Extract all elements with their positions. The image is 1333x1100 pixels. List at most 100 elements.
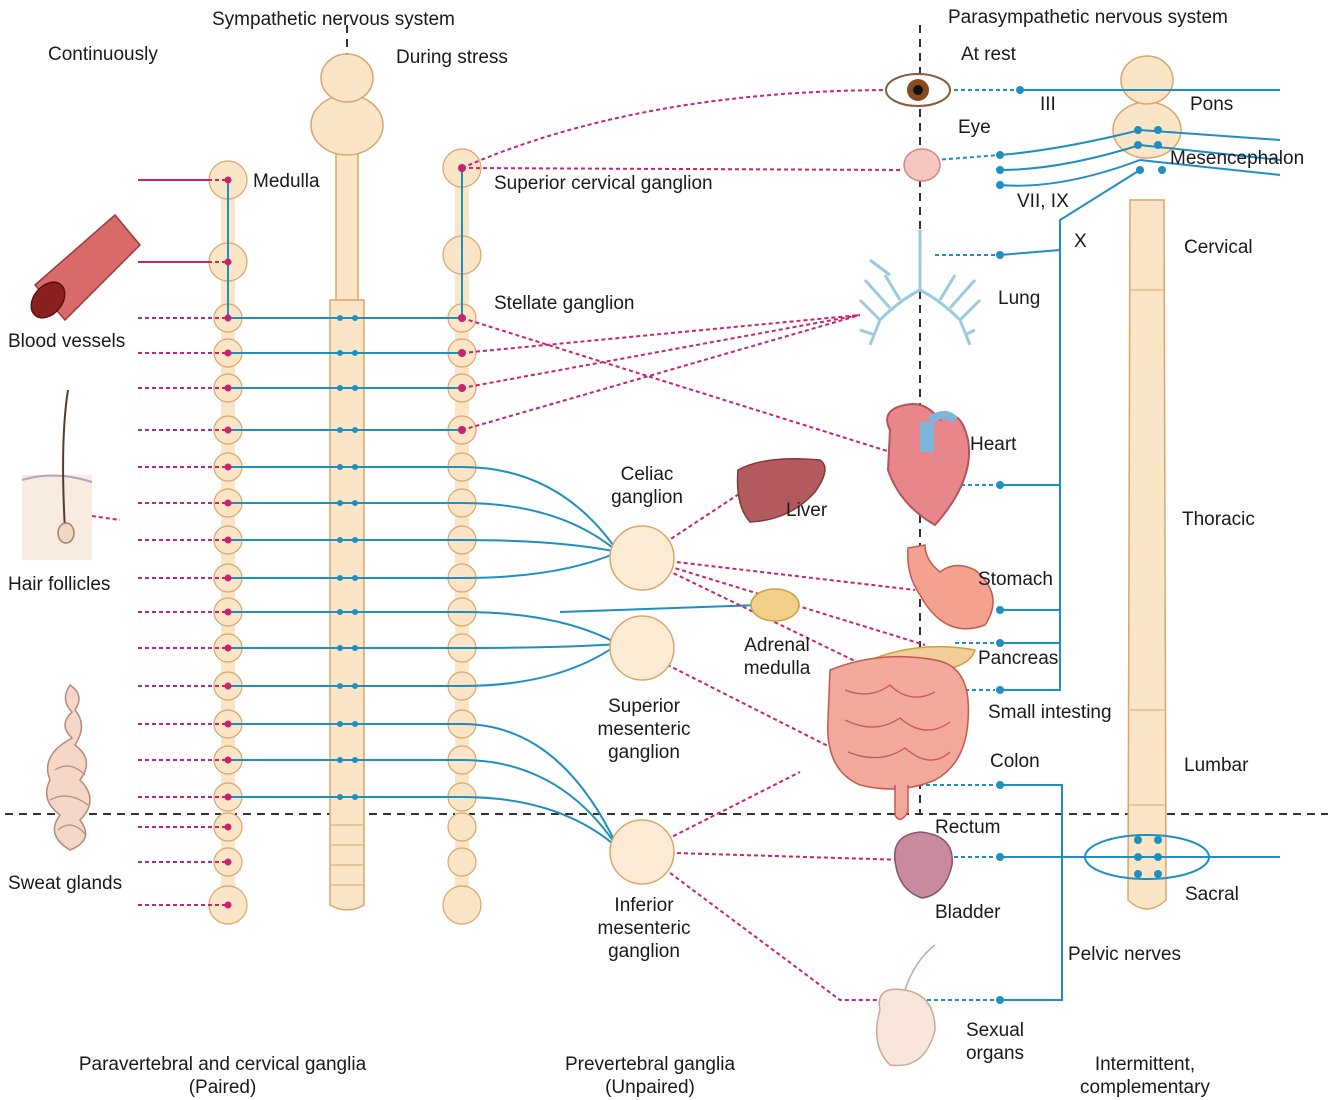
cord-dot: [337, 350, 343, 356]
splanchnic-fiber: [462, 644, 618, 686]
intermittent-line1: Intermittent,: [1060, 1053, 1230, 1076]
synapse-dot: [225, 464, 232, 471]
parasympathetic-synapse: [1154, 126, 1162, 134]
postganglionic-fiber: [462, 318, 900, 455]
splanchnic-fiber: [462, 612, 618, 644]
superior-mesenteric-label: Superior mesenteric ganglion: [584, 695, 704, 764]
adrenal-label-line2: medulla: [732, 657, 822, 680]
cord-dot: [352, 721, 358, 727]
spinal-cord-sympathetic: [311, 54, 383, 910]
parasympathetic-fiber: [1000, 785, 1062, 1000]
cord-dot: [337, 537, 343, 543]
cord-dot: [337, 794, 343, 800]
parasympathetic-fiber: [1000, 160, 1140, 186]
parasympathetic-synapse: [996, 853, 1004, 861]
cord-dot: [352, 427, 358, 433]
cervical-label: Cervical: [1184, 236, 1253, 259]
cord-dot: [352, 575, 358, 581]
cord-dot: [352, 609, 358, 615]
sympathetic-header: Sympathetic nervous system: [212, 8, 455, 31]
pelvic-nerves-label: Pelvic nerves: [1068, 943, 1181, 966]
inf-mes-line1: Inferior: [584, 894, 704, 917]
during-stress-label: During stress: [396, 46, 508, 69]
lumbar-label: Lumbar: [1184, 754, 1248, 777]
stellate-label: Stellate ganglion: [494, 292, 635, 315]
synapse-dot: [225, 859, 232, 866]
hair-follicle-illustration: [22, 390, 92, 560]
sweat-gland-illustration: [47, 685, 90, 850]
synapse-dot: [225, 902, 232, 909]
prevertebral-line1: Prevertebral ganglia: [540, 1053, 760, 1076]
cord-dot: [352, 315, 358, 321]
inf-mes-line2: mesenteric: [584, 917, 704, 940]
synapse-dot: [225, 824, 232, 831]
colon-label: Colon: [990, 750, 1040, 773]
prevertebral-footer: Prevertebral ganglia (Unpaired): [540, 1053, 760, 1099]
synapse-dot: [225, 177, 232, 184]
sacral-label: Sacral: [1185, 883, 1239, 906]
at-rest-label: At rest: [961, 43, 1016, 66]
synapse-dot: [225, 259, 232, 266]
parasympathetic-synapse: [996, 251, 1004, 259]
cord-dot: [352, 794, 358, 800]
parasympathetic-synapse: [1134, 126, 1142, 134]
celiac-label: Celiac ganglion: [604, 463, 690, 509]
synapse-dot: [225, 315, 232, 322]
chain-ganglion: [448, 813, 476, 841]
parasympathetic-synapse: [1134, 870, 1142, 878]
ganglion-synapse: [458, 426, 466, 434]
parasympathetic-synapse: [1136, 166, 1144, 174]
synapse-dot: [225, 683, 232, 690]
synapse-dot: [225, 575, 232, 582]
parasympathetic-fibers: [905, 86, 1280, 1004]
paravertebral-line1: Paravertebral and cervical ganglia: [50, 1053, 395, 1076]
cord-dot: [337, 315, 343, 321]
liver-label: Liver: [786, 499, 827, 522]
ganglion-synapse: [458, 164, 466, 172]
cord-dot: [337, 609, 343, 615]
cord-dot: [352, 500, 358, 506]
postganglionic-fiber: [462, 315, 860, 388]
inf-mes-line3: ganglion: [584, 940, 704, 963]
medulla-label: Medulla: [253, 170, 320, 193]
thoracic-label: Thoracic: [1182, 508, 1255, 531]
celiac-label-line1: Celiac: [604, 463, 690, 486]
postganglionic-fiber: [642, 852, 905, 860]
parasympathetic-synapse: [1154, 870, 1162, 878]
lung-label: Lung: [998, 287, 1040, 310]
parasympathetic-fiber: [1000, 170, 1140, 690]
adrenal-illustration: [751, 589, 799, 621]
parasympathetic-synapse: [996, 639, 1004, 647]
sexual-organs-label: Sexual organs: [950, 1019, 1040, 1065]
cord-dot: [337, 575, 343, 581]
postganglionic-fiber: [642, 558, 915, 590]
cord-dot: [337, 385, 343, 391]
bladder-illustration: [895, 832, 953, 898]
intestine-illustration: [828, 657, 969, 820]
parasympathetic-synapse: [1154, 141, 1162, 149]
parasympathetic-synapse: [996, 166, 1004, 174]
splanchnic-fiber: [462, 552, 618, 578]
parasympathetic-synapse: [996, 606, 1004, 614]
parasympathetic-synapse: [996, 181, 1004, 189]
stomach-label: Stomach: [978, 568, 1053, 591]
spinal-cord-parasympathetic: [1113, 56, 1181, 909]
synapse-dot: [225, 537, 232, 544]
celiac-ganglion: [610, 526, 674, 590]
postganglionic-fiber: [462, 90, 895, 168]
synapse-dot: [225, 645, 232, 652]
synapse-dot: [225, 500, 232, 507]
paravertebral-line2: (Paired): [50, 1076, 395, 1099]
intermittent-footer: Intermittent, complementary: [1060, 1053, 1230, 1099]
parasympathetic-synapse: [996, 996, 1004, 1004]
adrenal-label-line1: Adrenal: [732, 634, 822, 657]
continuously-label: Continuously: [48, 43, 158, 66]
hair-follicles-label: Hair follicles: [8, 573, 110, 596]
paravertebral-footer: Paravertebral and cervical ganglia (Pair…: [50, 1053, 395, 1099]
synapse-dot: [225, 385, 232, 392]
parasympathetic-synapse: [1134, 853, 1142, 861]
celiac-label-line2: ganglion: [604, 486, 690, 509]
parasympathetic-synapse: [1154, 853, 1162, 861]
cord-dot: [337, 645, 343, 651]
sup-mes-line2: mesenteric: [584, 718, 704, 741]
